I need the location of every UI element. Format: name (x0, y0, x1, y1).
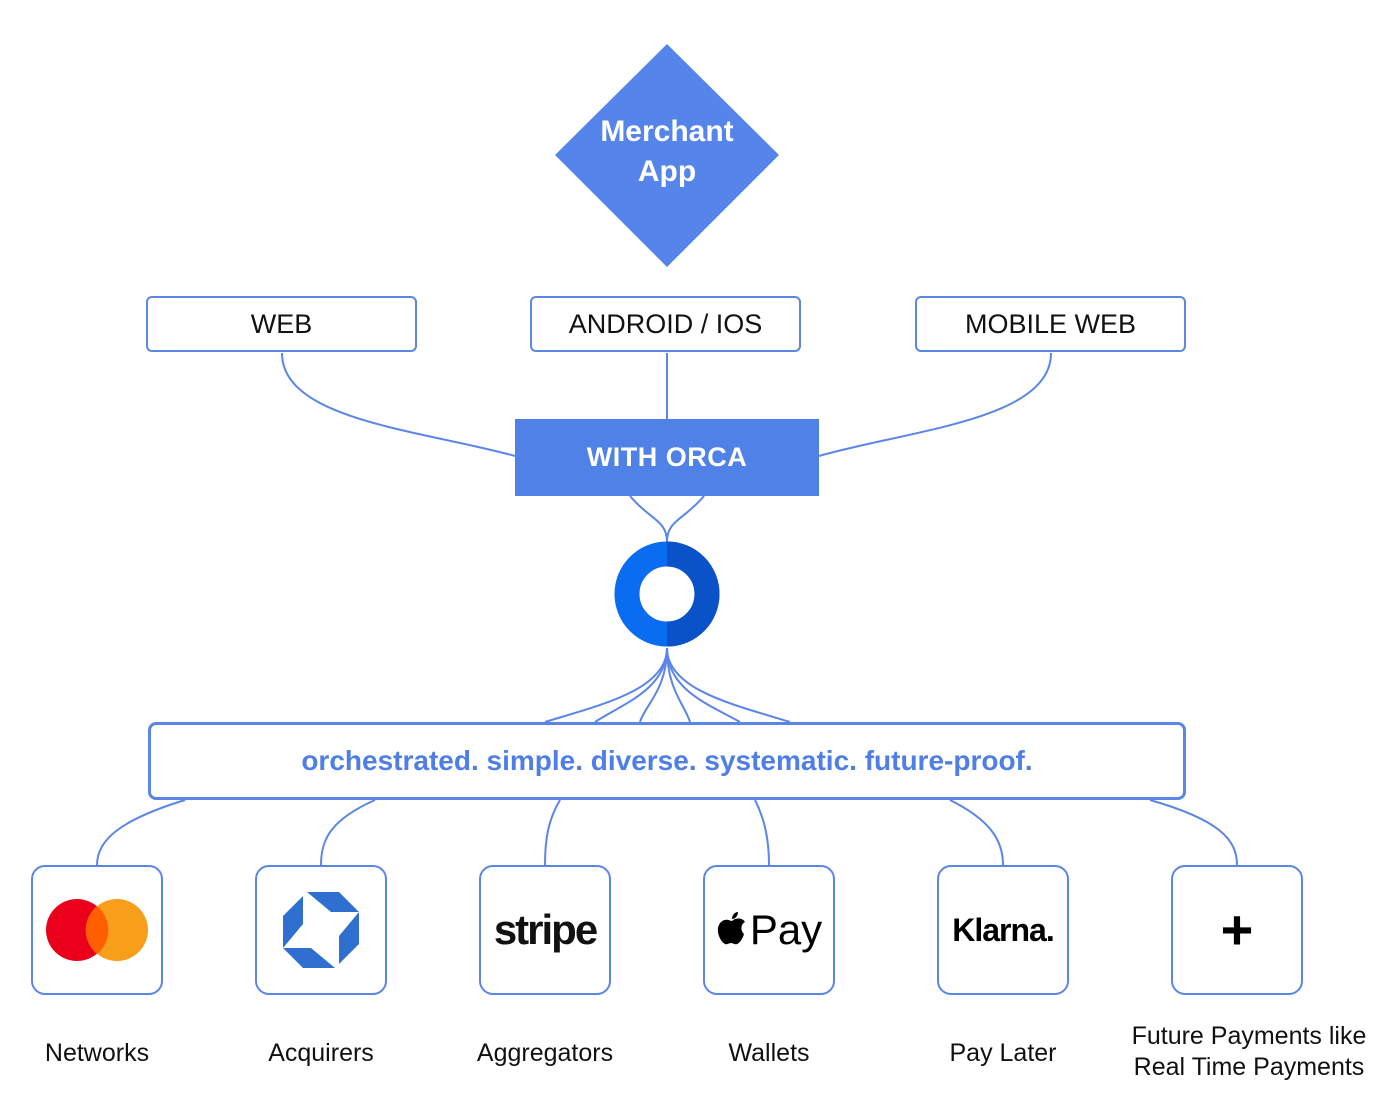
connector-mobileweb-orca (818, 352, 1052, 457)
tile-wallets: Pay (703, 865, 835, 995)
platform-mobile-web: MOBILE WEB (915, 296, 1186, 352)
connector-future (1149, 799, 1238, 866)
mastercard-icon (46, 899, 148, 961)
label-future-line-1: Future Payments like (1131, 1022, 1367, 1050)
platform-web: WEB (146, 296, 417, 352)
tile-networks (31, 865, 163, 995)
connector-wallets (754, 799, 770, 866)
tile-pay-later: Klarna. (937, 865, 1069, 995)
tile-future: + (1171, 865, 1303, 995)
connector-acquirers (320, 799, 376, 866)
fan-line-4 (666, 647, 691, 723)
connector-paylater (949, 799, 1004, 866)
connector-group-top (281, 352, 1052, 457)
chase-octagon-icon (283, 892, 359, 968)
label-aggregators: Aggregators (476, 1039, 614, 1067)
apple-icon (717, 912, 745, 945)
connector-group-bottom (96, 799, 1238, 866)
merchant-app-label: Merchant App (567, 112, 767, 192)
connector-group-fan (544, 647, 791, 723)
platform-android-ios: ANDROID / IOS (530, 296, 801, 352)
merchant-line-2: App (637, 155, 697, 188)
plus-icon: + (1220, 898, 1254, 961)
fan-line-6 (666, 647, 791, 723)
merchant-diamond (555, 44, 779, 267)
merchant-line-1: Merchant (600, 115, 734, 148)
fan-line-3 (639, 647, 668, 723)
label-future-line-2: Real Time Payments (1133, 1053, 1365, 1081)
klarna-logo: Klarna. (952, 911, 1054, 948)
connector-networks (96, 799, 186, 866)
tile-aggregators: stripe (479, 865, 611, 995)
label-future-payments: Future Payments like Real Time Payments (1119, 1021, 1379, 1083)
connector-orca-logo-left (629, 495, 668, 543)
connector-group-orca-logo (629, 495, 705, 543)
connector-aggregators (544, 799, 561, 866)
label-acquirers: Acquirers (268, 1039, 374, 1067)
apple-pay-logo: Pay (716, 906, 822, 954)
connector-orca-logo-right (666, 495, 705, 543)
label-pay-later: Pay Later (949, 1039, 1057, 1067)
label-networks: Networks (44, 1039, 150, 1067)
connector-web-orca (281, 352, 516, 457)
stripe-logo: stripe (493, 906, 598, 953)
tile-acquirers (255, 865, 387, 995)
fan-line-2 (594, 647, 668, 723)
apple-pay-text: Pay (749, 906, 823, 953)
with-orca-box: WITH ORCA (515, 419, 819, 496)
tagline-box: orchestrated. simple. diverse. systemati… (148, 722, 1186, 800)
fan-line-5 (666, 647, 741, 723)
orca-logo-icon (614, 541, 720, 647)
label-wallets: Wallets (728, 1039, 810, 1067)
fan-line-1 (544, 647, 668, 723)
